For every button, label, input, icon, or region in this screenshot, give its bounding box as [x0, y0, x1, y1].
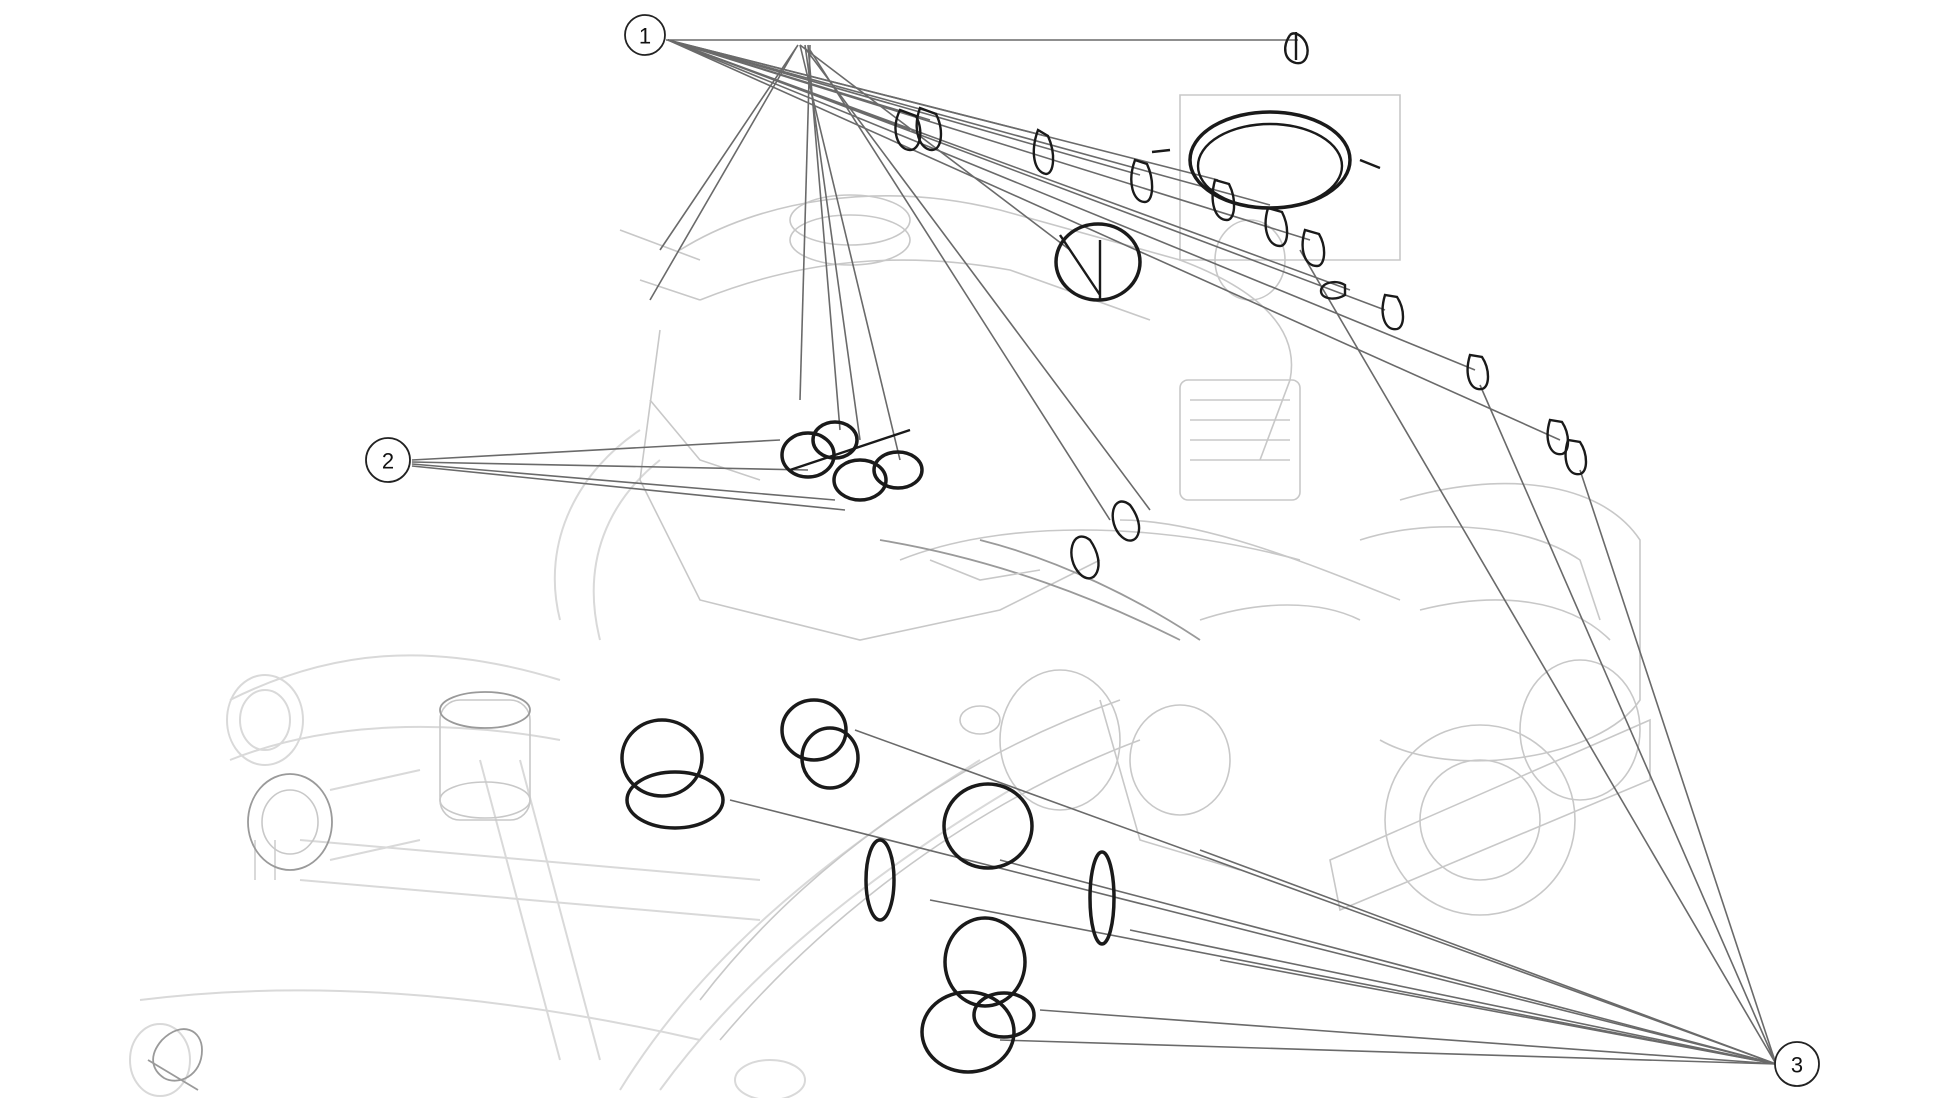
callout-1: 1 — [624, 14, 666, 56]
ghost-engine-block — [619, 94, 1651, 916]
leader-lines-2 — [411, 439, 846, 511]
ghost-frame-tubes — [139, 429, 1141, 1091]
lower-clamps — [620, 698, 1116, 1074]
callout-2-label: 2 — [382, 449, 394, 474]
spring-clip-row-top — [894, 106, 1588, 476]
ghost-frame-fittings — [129, 674, 806, 1098]
hose-clamp-icon — [1151, 110, 1381, 210]
callout-1-label: 1 — [639, 24, 651, 49]
leader-lines-3 — [729, 249, 1777, 1065]
callout-3: 3 — [1774, 1041, 1820, 1087]
spring-clip-pair-mid — [1070, 500, 1141, 580]
ghost-small-clip — [147, 1028, 203, 1091]
callout-2-clamps — [780, 420, 924, 502]
leader-lines-1 — [649, 39, 1561, 521]
callout-3-label: 3 — [1791, 1053, 1803, 1078]
callout-2: 2 — [365, 437, 411, 483]
clamp-mid — [1054, 222, 1142, 302]
spring-clip-icon — [1284, 32, 1309, 65]
